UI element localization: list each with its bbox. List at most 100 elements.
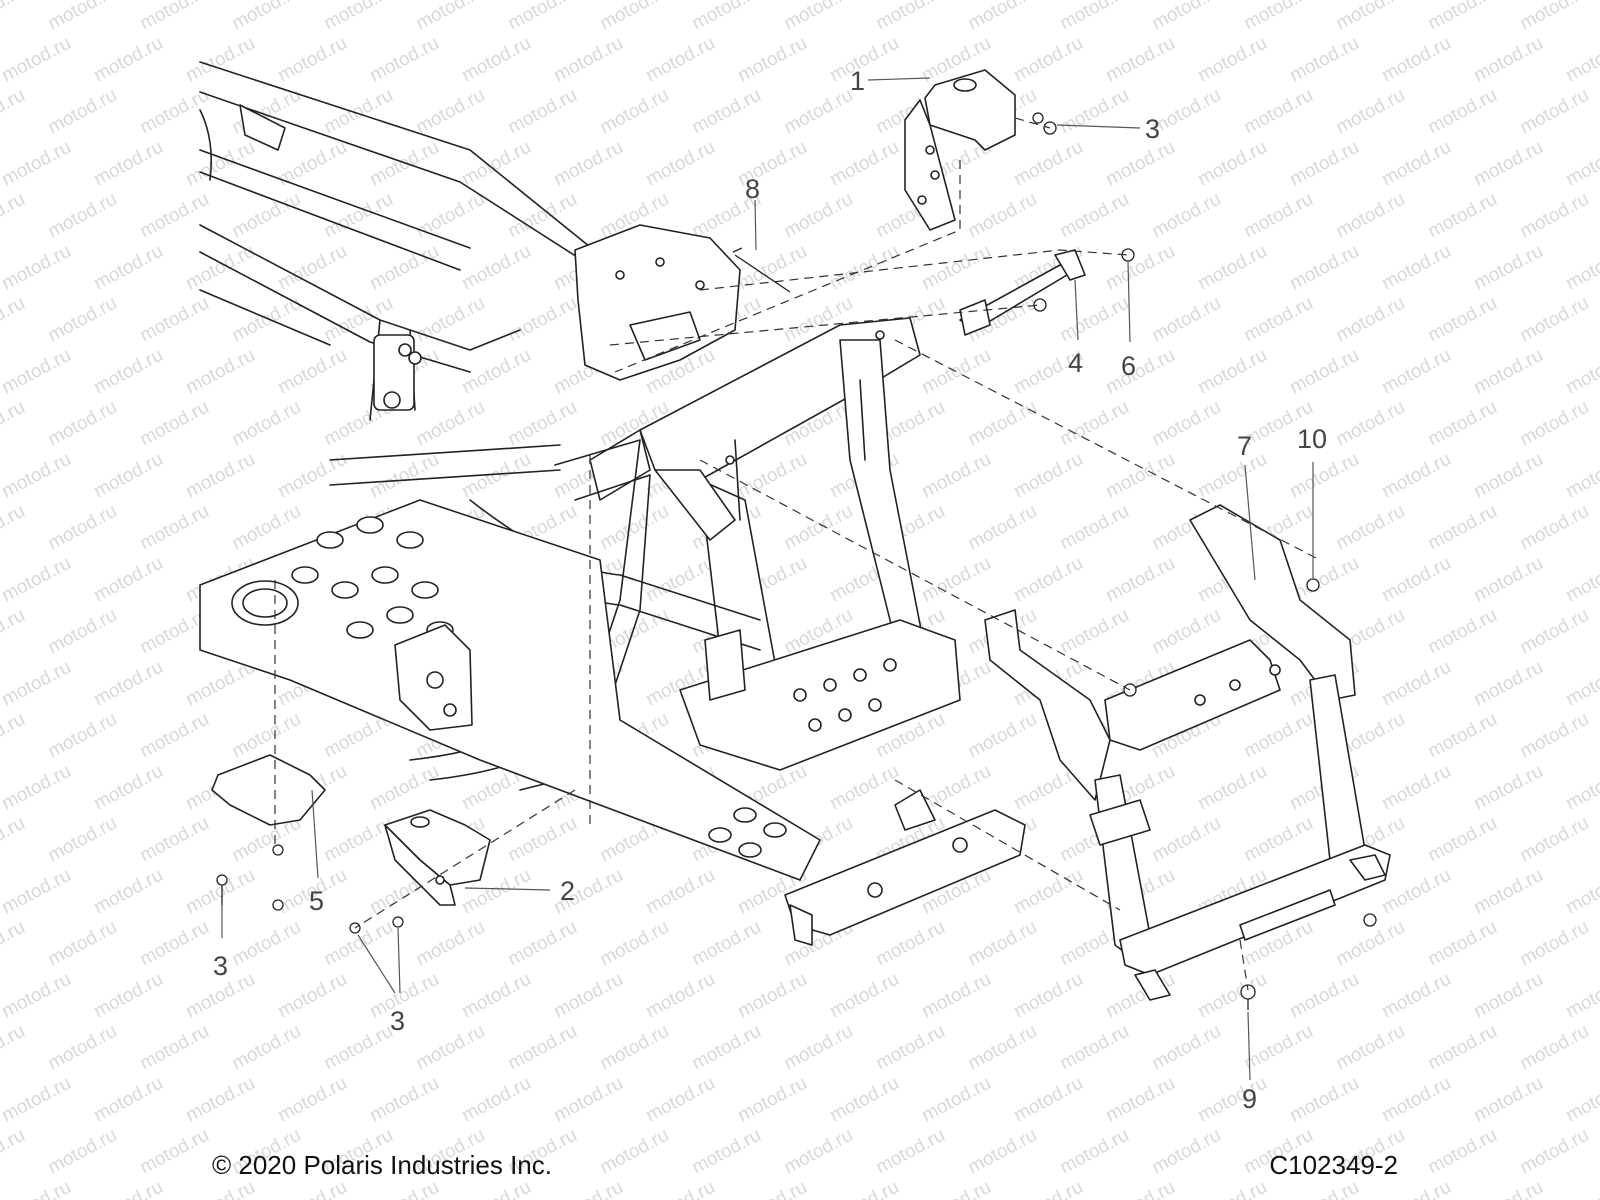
watermark-text: motod.ru: [182, 865, 258, 919]
watermark-text: motod.ru: [320, 189, 396, 243]
watermark-text: motod.ru: [1010, 865, 1086, 919]
watermark-text: motod.ru: [90, 865, 166, 919]
watermark-text: motod.ru: [1148, 189, 1224, 243]
watermark-text: motod.ru: [918, 449, 994, 503]
watermark-text: motod.ru: [504, 0, 580, 34]
watermark-text: motod.ru: [504, 1021, 580, 1075]
watermark-text: motod.ru: [1286, 449, 1362, 503]
watermark-text: motod.ru: [1332, 293, 1408, 347]
watermark-text: motod.ru: [642, 1073, 718, 1127]
watermark-text: motod.ru: [412, 293, 488, 347]
watermark-text: motod.ru: [1516, 605, 1592, 659]
part-1-bracket: [904, 69, 1016, 231]
watermark-text: motod.ru: [1562, 761, 1600, 815]
watermark-text: motod.ru: [734, 1177, 810, 1200]
watermark-text: motod.ru: [550, 137, 626, 191]
callout-2-label: 2: [560, 876, 575, 906]
callout-1-label: 1: [850, 66, 865, 96]
front-tower: [589, 317, 926, 701]
watermark-text: motod.ru: [1516, 189, 1592, 243]
watermark-text: motod.ru: [1056, 1125, 1132, 1179]
watermark-text: motod.ru: [964, 397, 1040, 451]
watermark-text: motod.ru: [1056, 605, 1132, 659]
front-lower-crossmember: [679, 619, 961, 771]
callout-5-label: 5: [309, 886, 324, 916]
callout-9: 9: [1242, 1011, 1257, 1114]
watermark-text: motod.ru: [90, 137, 166, 191]
watermark-text: motod.ru: [1516, 293, 1592, 347]
watermark-text: motod.ru: [1194, 449, 1270, 503]
callout-8-label: 8: [745, 174, 760, 204]
watermark-text: motod.ru: [1378, 241, 1454, 295]
watermark-text: motod.ru: [1562, 865, 1600, 919]
watermark-text: motod.ru: [1056, 0, 1132, 34]
watermark-text: motod.ru: [0, 137, 75, 191]
watermark-text: motod.ru: [1194, 969, 1270, 1023]
watermark-text: motod.ru: [0, 449, 75, 503]
watermark-text: motod.ru: [734, 969, 810, 1023]
watermark-text: motod.ru: [44, 293, 120, 347]
watermark-text: motod.ru: [0, 1125, 29, 1179]
watermark-text: motod.ru: [44, 397, 120, 451]
watermark-text: motod.ru: [918, 761, 994, 815]
watermark-text: motod.ru: [90, 553, 166, 607]
callout-6: 6: [1121, 261, 1136, 381]
watermark-text: motod.ru: [90, 1073, 166, 1127]
watermark-text: motod.ru: [734, 449, 810, 503]
watermark-text: motod.ru: [1056, 85, 1132, 139]
watermark-text: motod.ru: [826, 969, 902, 1023]
watermark-text: motod.ru: [1010, 969, 1086, 1023]
watermark-text: motod.ru: [1148, 1021, 1224, 1075]
watermark-text: motod.ru: [826, 1177, 902, 1200]
watermark-text: motod.ru: [734, 1073, 810, 1127]
watermark-text: motod.ru: [780, 0, 856, 34]
watermark-text: motod.ru: [1562, 553, 1600, 607]
watermark-text: motod.ru: [1470, 33, 1546, 87]
watermark-text: motod.ru: [1562, 137, 1600, 191]
callout-3-top: 3: [1056, 114, 1160, 144]
watermark-text: motod.ru: [1516, 1125, 1592, 1179]
watermark-text: motod.ru: [412, 0, 488, 34]
watermark-text: motod.ru: [1378, 761, 1454, 815]
callout-7: 7: [1237, 431, 1256, 581]
watermark-text: motod.ru: [1516, 397, 1592, 451]
watermark-text: motod.ru: [1194, 241, 1270, 295]
watermark-text: motod.ru: [274, 1073, 350, 1127]
watermark-text: motod.ru: [1424, 293, 1500, 347]
watermark-text: motod.ru: [0, 813, 29, 867]
floor-skid-plate: [199, 499, 821, 881]
watermark-text: motod.ru: [1332, 1021, 1408, 1075]
watermark-text: motod.ru: [1102, 553, 1178, 607]
watermark-text: motod.ru: [0, 189, 29, 243]
watermark-text: motod.ru: [550, 33, 626, 87]
watermark-text: motod.ru: [90, 761, 166, 815]
callout-2: 2: [464, 876, 575, 906]
watermark-text: motod.ru: [964, 501, 1040, 555]
watermark-text: motod.ru: [1424, 917, 1500, 971]
watermark-text: motod.ru: [826, 1073, 902, 1127]
drawing-number: C102349-2: [1269, 1150, 1398, 1180]
watermark-text: motod.ru: [688, 85, 764, 139]
watermark-text: motod.ru: [458, 1073, 534, 1127]
watermark-text: motod.ru: [182, 345, 258, 399]
copyright-notice: © 2020 Polaris Industries Inc.: [212, 1150, 552, 1180]
watermark-text: motod.ru: [872, 1125, 948, 1179]
watermark-text: motod.ru: [1332, 0, 1408, 34]
watermark-text: motod.ru: [136, 293, 212, 347]
watermark-text: motod.ru: [688, 917, 764, 971]
watermark-text: motod.ru: [0, 553, 75, 607]
watermark-text: motod.ru: [504, 397, 580, 451]
watermark-text: motod.ru: [550, 969, 626, 1023]
watermark-text: motod.ru: [1332, 501, 1408, 555]
watermark-text: motod.ru: [918, 1073, 994, 1127]
watermark-text: motod.ru: [412, 397, 488, 451]
watermark-text: motod.ru: [228, 397, 304, 451]
watermark-text: motod.ru: [0, 501, 29, 555]
watermark-text: motod.ru: [1332, 397, 1408, 451]
callout-4-label: 4: [1068, 348, 1083, 378]
watermark-text: motod.ru: [1332, 189, 1408, 243]
watermark-text: motod.ru: [1562, 449, 1600, 503]
callout-10-label: 10: [1297, 424, 1327, 454]
watermark-text: motod.ru: [182, 137, 258, 191]
watermark-text: motod.ru: [182, 449, 258, 503]
